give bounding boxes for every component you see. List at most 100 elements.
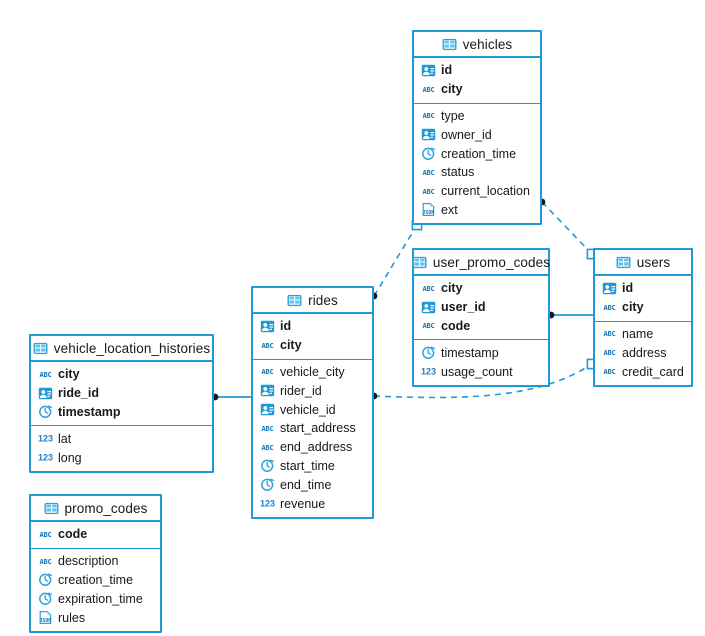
svg-text:ABC: ABC [261,368,273,376]
column-row-start_time[interactable]: start_time [253,457,372,476]
column-name: ride_id [58,386,99,401]
svg-text:ABC: ABC [603,304,615,312]
clock-icon [260,458,275,473]
svg-text:123: 123 [421,367,436,377]
column-row-creation_time[interactable]: creation_time [414,144,540,163]
column-row-creation_time[interactable]: creation_time [31,571,160,590]
table-icon [44,501,59,516]
relationship-users-to-user_promo_codes[interactable] [547,311,593,319]
json-icon: JSON [38,610,53,625]
table-header-user_promo_codes[interactable]: user_promo_codes [412,250,550,276]
json-icon: JSON [421,202,436,217]
pk-column-row-id[interactable]: id [253,317,372,336]
abc-string-icon: ABC [38,367,53,382]
table-header-rides[interactable]: rides [253,288,372,314]
column-name: end_address [280,440,353,455]
column-row-rider_id[interactable]: rider_id [253,381,372,400]
person-key-icon [421,127,436,142]
column-row-start_address[interactable]: ABC start_address [253,419,372,438]
column-name: code [58,527,88,542]
pk-column-row-ride_id[interactable]: ride_id [31,384,212,403]
pk-column-row-id[interactable]: id [595,279,691,298]
person-key-icon [421,63,436,78]
column-row-credit_card[interactable]: ABC credit_card [595,362,691,381]
column-name: id [280,319,292,334]
abc-string-icon: ABC [421,82,436,97]
column-row-lat[interactable]: 123 lat [31,429,212,448]
primary-key-section: ABC code [31,522,160,549]
table-title: vehicle_location_histories [53,340,211,356]
table-header-vehicles[interactable]: vehicles [414,32,540,58]
abc-string-icon: ABC [260,421,275,436]
svg-text:ABC: ABC [39,371,51,379]
number-icon: 123 [38,431,53,446]
pk-column-row-timestamp[interactable]: timestamp [31,403,212,422]
clock-icon [421,146,436,161]
column-name: creation_time [58,572,134,587]
pk-column-row-user_id[interactable]: user_id [414,298,548,317]
abc-string-icon: ABC [260,364,275,379]
column-row-vehicle_id[interactable]: vehicle_id [253,400,372,419]
column-name: description [58,554,119,569]
svg-text:ABC: ABC [603,368,615,376]
table-icon [33,341,48,356]
column-name: name [622,326,654,341]
column-name: type [441,108,465,123]
table-icon [442,37,457,52]
column-name: long [58,450,82,465]
column-row-owner_id[interactable]: owner_id [414,125,540,144]
column-row-timestamp[interactable]: timestamp [414,343,548,362]
column-name: owner_id [441,127,492,142]
pk-column-row-code[interactable]: ABC code [31,525,160,544]
abc-string-icon: ABC [602,364,617,379]
column-name: credit_card [622,364,684,379]
abc-string-icon: ABC [602,300,617,315]
column-row-expiration_time[interactable]: expiration_time [31,589,160,608]
relationship-vehicle_location_histories-to-rides[interactable] [211,393,251,401]
table-header-users[interactable]: users [595,250,691,276]
column-name: lat [58,431,72,446]
column-row-end_time[interactable]: end_time [253,475,372,494]
number-icon: 123 [260,496,275,511]
svg-text:ABC: ABC [422,285,434,293]
svg-text:ABC: ABC [39,531,51,539]
abc-string-icon: ABC [421,184,436,199]
abc-string-icon: ABC [260,338,275,353]
table-header-vehicle_location_histories[interactable]: vehicle_location_histories [31,336,212,362]
pk-column-row-id[interactable]: id [414,61,540,80]
table-header-promo_codes[interactable]: promo_codes [31,496,160,522]
column-name: start_address [280,421,356,436]
person-key-icon [602,281,617,296]
table-title: vehicles [462,36,513,52]
